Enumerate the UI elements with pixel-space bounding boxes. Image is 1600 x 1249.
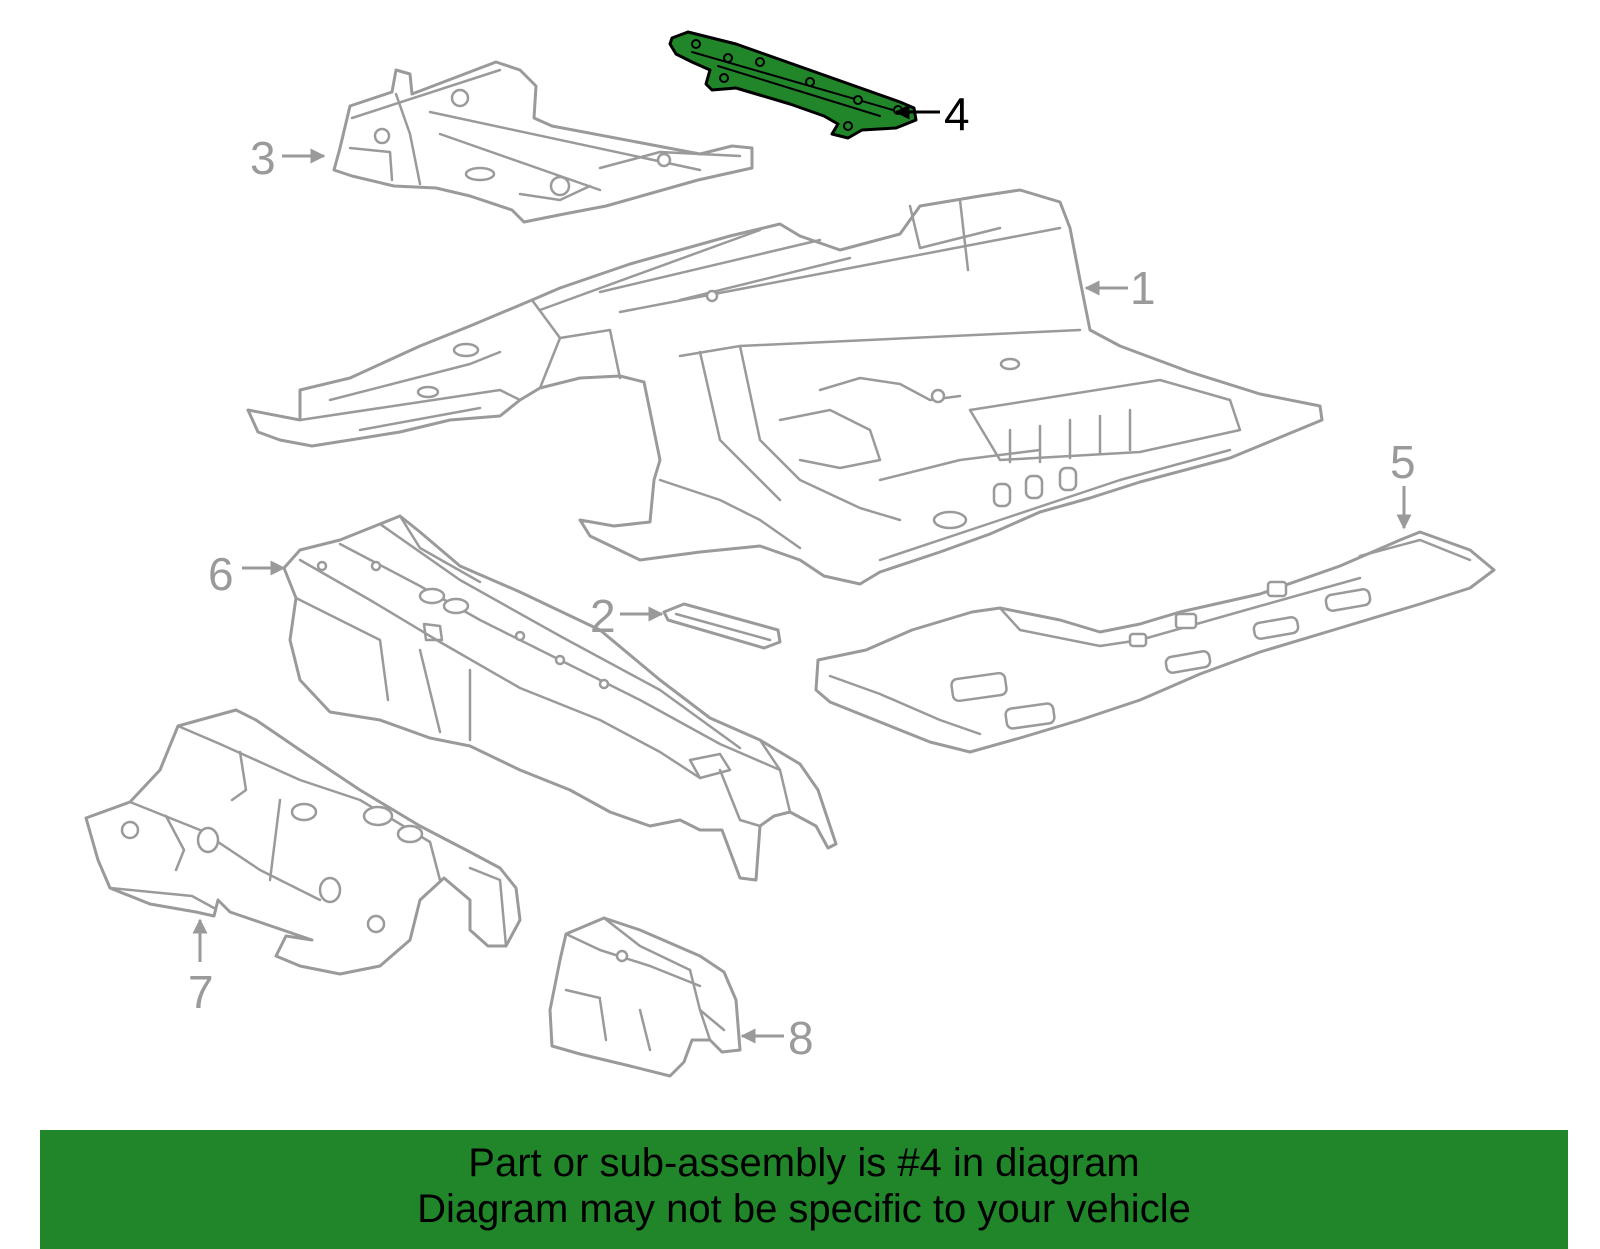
- callout-1[interactable]: 1: [1084, 262, 1156, 314]
- callout-4-label: 4: [944, 88, 970, 140]
- callout-2-label: 2: [590, 590, 616, 642]
- part-5-rear-panel[interactable]: [814, 530, 1496, 754]
- callout-7[interactable]: 7: [188, 918, 214, 1018]
- part-4-crossmember[interactable]: [668, 30, 918, 140]
- part-3-rail-assembly[interactable]: [332, 60, 754, 224]
- banner-disclaimer: Diagram may not be specific to your vehi…: [417, 1187, 1191, 1231]
- callout-6[interactable]: 6: [208, 548, 286, 600]
- callout-5[interactable]: 5: [1390, 436, 1416, 530]
- callout-3-label: 3: [250, 132, 276, 184]
- part-7-heat-shield[interactable]: [84, 708, 522, 976]
- part-6-tunnel[interactable]: [282, 514, 838, 882]
- part-8-heat-shield[interactable]: [548, 916, 742, 1078]
- callout-1-label: 1: [1130, 262, 1156, 314]
- callout-4[interactable]: 4: [894, 88, 970, 140]
- part-2-plate[interactable]: [662, 602, 782, 650]
- parts-diagram: 1 2 3 4 5 6 7 8: [84, 30, 1496, 1078]
- callout-7-label: 7: [188, 966, 214, 1018]
- callout-8-label: 8: [788, 1012, 814, 1064]
- part-1-floor-pan[interactable]: [246, 188, 1324, 586]
- callout-5-label: 5: [1390, 436, 1416, 488]
- callout-3[interactable]: 3: [250, 132, 326, 184]
- banner-part-notice: Part or sub-assembly is #4 in diagram: [468, 1141, 1140, 1185]
- callout-6-label: 6: [208, 548, 234, 600]
- info-banner: Part or sub-assembly is #4 in diagram Di…: [40, 1130, 1568, 1249]
- callout-8[interactable]: 8: [740, 1012, 814, 1064]
- callout-2[interactable]: 2: [590, 590, 664, 642]
